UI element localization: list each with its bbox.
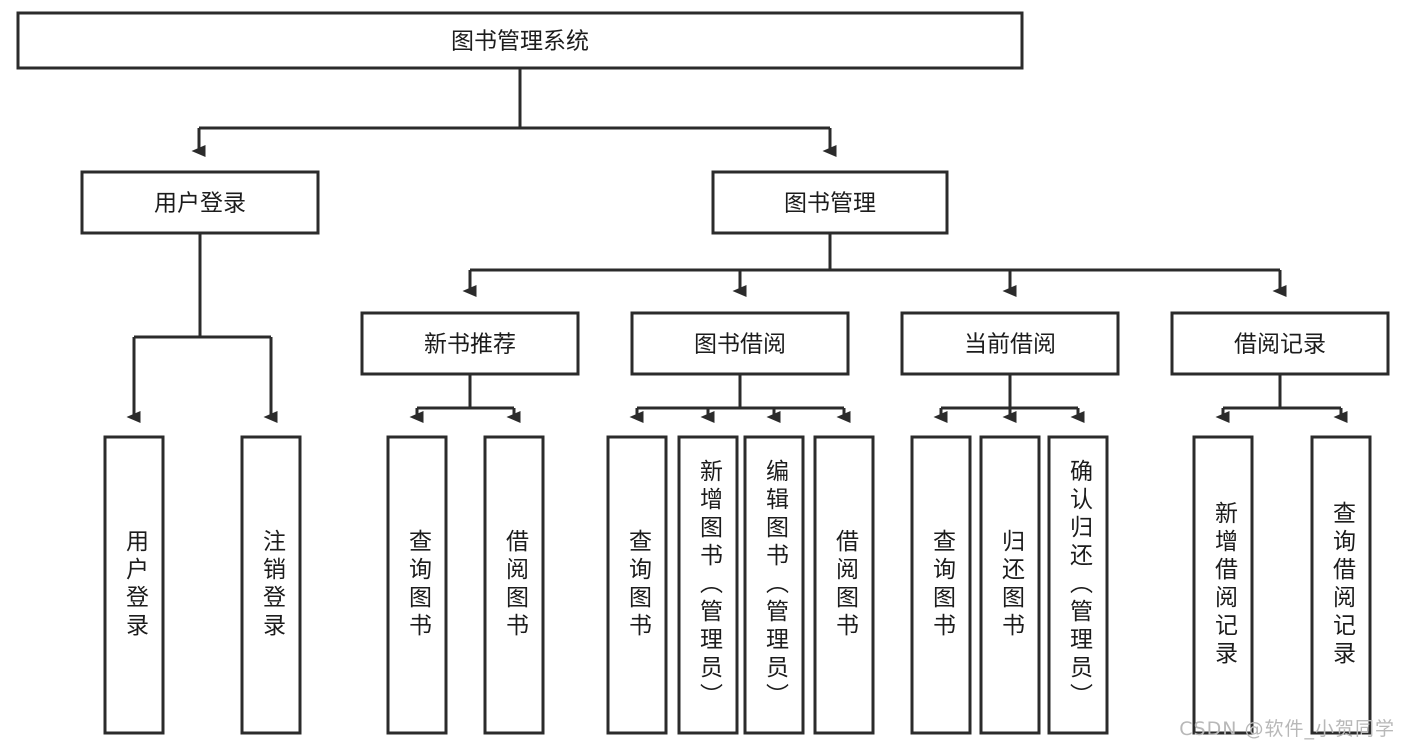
leaf-box-user-login-0[interactable] xyxy=(103,435,165,735)
node-user-login-label: 用户登录 xyxy=(154,191,246,217)
leaf-box-new-book-rec-0[interactable] xyxy=(386,435,448,735)
leaf-box-book-borrow-3[interactable] xyxy=(813,435,875,735)
node-new-book-rec-box[interactable] xyxy=(360,311,580,376)
leaf-box-new-book-rec-1[interactable] xyxy=(483,435,545,735)
node-current-borrow[interactable]: 当前借阅 xyxy=(900,311,1120,376)
leaf-box-current-borrow-2[interactable] xyxy=(1047,435,1109,735)
leaf-box-current-borrow-0[interactable] xyxy=(910,435,972,735)
node-root[interactable]: 图书管理系统 xyxy=(16,11,1024,70)
node-user-login[interactable]: 用户登录 xyxy=(80,170,320,235)
leaf-box-book-borrow-1[interactable] xyxy=(677,435,739,735)
connector-root-to-level2 xyxy=(191,68,837,157)
connector-book-borrow-to-leaves xyxy=(629,374,851,423)
connector-current-borrow-to-leaves xyxy=(933,374,1085,423)
node-root-label: 图书管理系统 xyxy=(451,29,589,55)
connector-borrow-record-to-leaves xyxy=(1215,374,1348,423)
leaf-box-borrow-record-1[interactable] xyxy=(1310,435,1372,735)
leaf-box-user-login-1[interactable] xyxy=(240,435,302,735)
node-new-book-rec[interactable]: 新书推荐 xyxy=(360,311,580,376)
node-current-borrow-label: 当前借阅 xyxy=(964,332,1056,358)
connector-book-manage-to-level3 xyxy=(462,233,1287,297)
node-current-borrow-box[interactable] xyxy=(900,311,1120,376)
node-book-borrow-label: 图书借阅 xyxy=(694,332,786,358)
node-borrow-record-label: 借阅记录 xyxy=(1234,332,1326,358)
node-new-book-rec-label: 新书推荐 xyxy=(424,332,516,358)
node-book-borrow[interactable]: 图书借阅 xyxy=(630,311,850,376)
node-borrow-record[interactable]: 借阅记录 xyxy=(1170,311,1390,376)
node-book-manage-label: 图书管理 xyxy=(784,191,876,217)
node-book-manage[interactable]: 图书管理 xyxy=(711,170,949,235)
node-user-login-box[interactable] xyxy=(80,170,320,235)
leaf-box-book-borrow-0[interactable] xyxy=(606,435,668,735)
connector-user-login-to-leaves xyxy=(126,233,278,423)
leaf-box-borrow-record-0[interactable] xyxy=(1192,435,1254,735)
leaf-box-current-borrow-1[interactable] xyxy=(979,435,1041,735)
node-root-box[interactable] xyxy=(16,11,1024,70)
csdn-watermark: CSDN @软件_小贺同学 xyxy=(1179,718,1395,740)
connector-new-book-rec-to-leaves xyxy=(409,374,521,423)
leaf-box-book-borrow-2[interactable] xyxy=(743,435,805,735)
